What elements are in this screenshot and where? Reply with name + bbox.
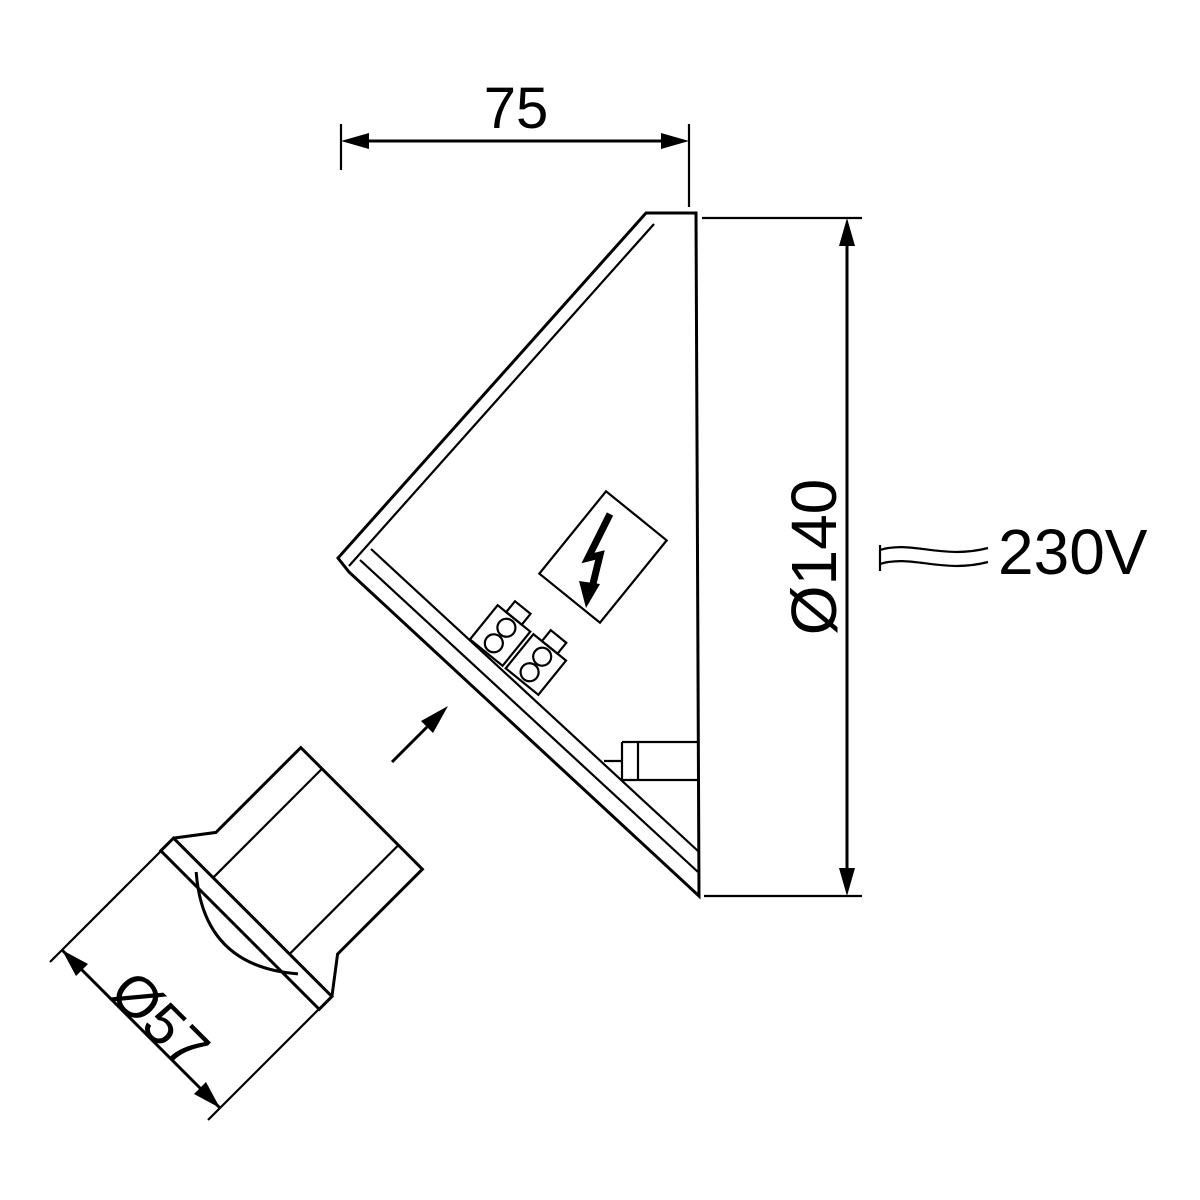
lamp-head [158, 745, 425, 1012]
arrowhead-right-icon [661, 133, 689, 149]
transformer-outline [537, 489, 669, 625]
fixture-face-inner-line [348, 223, 655, 567]
fixture-bottom-inner-line-2 [370, 548, 699, 852]
arrowhead-upper-left-icon [62, 950, 88, 976]
terminal-hole [496, 617, 517, 638]
wire-strand-2 [879, 560, 989, 568]
fixture-bottom-inner-line-1 [359, 559, 699, 873]
terminal-hole [483, 633, 504, 654]
power-wire-icon [878, 545, 989, 571]
terminal-clamp-2 [540, 628, 568, 656]
dimension-width: 75 [339, 76, 691, 207]
terminal-clamp-1 [504, 599, 533, 627]
lightning-bolt-tip [579, 581, 600, 608]
arrowhead-lower-right-icon [194, 1082, 220, 1108]
cable-gland [604, 740, 698, 782]
dimension-diameter-head: Ø57 [49, 850, 320, 1121]
insertion-arrow-icon [390, 706, 448, 764]
terminal-blocks [468, 599, 568, 697]
terminal-hole [532, 646, 553, 667]
dimension-line-diagonal [60, 948, 222, 1110]
insertion-arrow-head [421, 706, 448, 733]
insertion-arrow-tail [390, 725, 429, 764]
dimension-width-value: 75 [484, 76, 549, 141]
extension-line-lower [207, 1008, 320, 1121]
arrowhead-down-icon [839, 868, 855, 896]
transformer-box [537, 489, 669, 625]
head-body-line-1 [212, 768, 323, 879]
trim-ring [158, 835, 335, 1012]
head-body-line-2 [288, 844, 400, 955]
extension-line-upper [49, 850, 162, 963]
dimension-diameter-head-value: Ø57 [98, 958, 221, 1081]
fixture-body [336, 211, 701, 900]
arrowhead-left-icon [341, 133, 369, 149]
power-voltage-label: 230V [998, 516, 1148, 588]
lightning-bolt-icon [579, 512, 614, 608]
lens-arc [194, 871, 299, 976]
fixture-outline [336, 211, 701, 900]
head-body-outline [173, 745, 425, 997]
power-supply: 230V [878, 516, 1148, 588]
wire-strand-1 [879, 546, 989, 554]
lightning-bolt-zigzag [581, 512, 614, 593]
dimension-diameter-body: Ø140 [702, 216, 862, 898]
terminal-hole [519, 662, 540, 683]
arrowhead-up-icon [839, 218, 855, 246]
dimension-diameter-body-value: Ø140 [778, 479, 850, 636]
